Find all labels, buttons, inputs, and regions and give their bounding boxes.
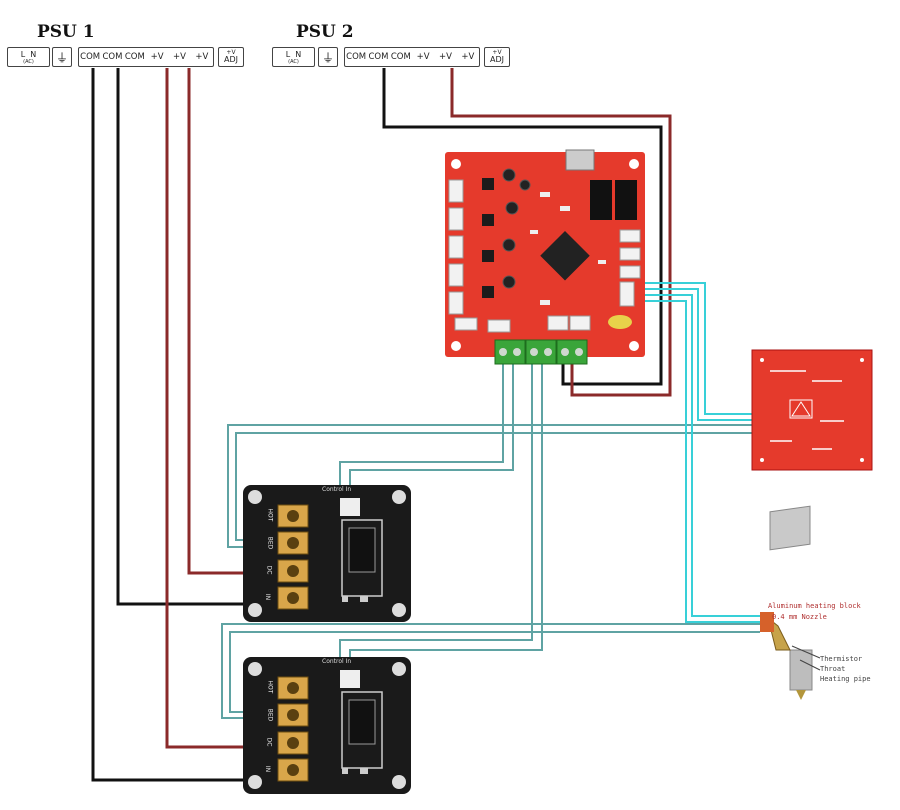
control-wire-mosfet2-a — [339, 360, 533, 665]
psu1-adj: +V ADJ — [218, 47, 244, 67]
hotend-throat-label: Throat — [820, 665, 846, 673]
psu1-adj-v: +V — [226, 49, 236, 56]
mosfet1-control-label: Control In — [322, 486, 352, 493]
psu1-v-wire-mosfet1 — [187, 68, 262, 575]
control-wire-mosfet1-a — [339, 360, 504, 493]
psu2-ac-terminal: L N (AC) — [272, 47, 315, 67]
psu1-com-1: COM — [80, 52, 101, 62]
psu1-com-wire-mosfet2 — [91, 68, 262, 782]
mosfet1-dc-label: DC — [265, 565, 273, 575]
control-wire-mosfet1-b — [349, 360, 514, 493]
psu2-l-label: L — [285, 49, 291, 59]
psu1-v-wire-mosfet2 — [165, 68, 262, 749]
power-terminals — [494, 339, 588, 365]
psu1-l-label: L — [20, 49, 26, 59]
hotend — [760, 505, 821, 700]
psu2-v-2: +V — [439, 52, 452, 62]
hotend-thermistor-wire-a — [632, 294, 760, 617]
heated-bed — [751, 349, 873, 471]
psu2-adj: +V ADJ — [484, 47, 510, 67]
psu1-adj-label: ADJ — [224, 55, 238, 64]
psu1-com-wire-mosfet1 — [116, 68, 262, 606]
psu1-com-3: COM — [124, 52, 145, 62]
mosfet1-in-label: IN — [264, 593, 272, 601]
psu1-ac-label: (AC) — [23, 59, 34, 65]
psu1-ground-icon: ⏚ — [52, 47, 72, 67]
mosfet-module-2 — [243, 657, 411, 794]
psu1-v-3: +V — [195, 52, 209, 62]
psu2-ac-label: (AC) — [288, 59, 299, 65]
psu1-n-label: N — [30, 49, 37, 59]
psu2-v-wire — [450, 68, 672, 397]
psu2-v-1: +V — [416, 52, 430, 62]
hotend-thermistor-wire-b — [632, 300, 760, 623]
psu2-title: PSU 2 — [296, 22, 354, 42]
hotend-nozzle-label: 0.4 mm Nozzle — [772, 613, 827, 621]
hotend-block-label: Aluminum heating block — [768, 602, 861, 610]
mosfet1-bed-label: BED — [266, 536, 274, 550]
mosfet2-control-label: Control In — [322, 658, 352, 665]
psu1-dc-strip: COM COM COM +V +V +V — [78, 47, 214, 67]
bed-thermistor-wire-b — [632, 288, 752, 421]
mosfet2-in-label: IN — [264, 765, 272, 773]
psu2-ground-icon: ⏚ — [318, 47, 338, 67]
psu1-ac-terminal: L N (AC) — [7, 47, 50, 67]
hotend-thermistor-label: Thermistor — [820, 655, 863, 663]
mosfet-module-1 — [243, 485, 411, 622]
psu2-com-1: COM — [346, 52, 367, 62]
psu1-title: PSU 1 — [37, 22, 95, 42]
psu2-adj-label: ADJ — [490, 55, 504, 64]
psu2-com-3: COM — [390, 52, 411, 62]
psu2-adj-v: +V — [492, 49, 502, 56]
psu2-com-wire — [382, 68, 663, 386]
hotend-wire-a — [221, 623, 760, 719]
psu1-v-2: +V — [173, 52, 186, 62]
psu2-n-label: N — [295, 49, 302, 59]
mosfet2-hot-label: HOT — [266, 680, 274, 694]
mosfet2-dc-label: DC — [265, 737, 273, 747]
bed-thermistor-wire-a — [632, 282, 752, 415]
psu2-v-3: +V — [461, 52, 475, 62]
psu2-dc-strip: COM COM COM +V +V +V — [344, 47, 480, 67]
controller-board — [445, 149, 645, 365]
psu1-v-1: +V — [150, 52, 164, 62]
mosfet1-hot-label: HOT — [266, 508, 274, 522]
psu2-com-2: COM — [368, 52, 389, 62]
psu1-com-2: COM — [102, 52, 123, 62]
hotend-pipe-label: Heating pipe — [820, 675, 871, 683]
mosfet2-bed-label: BED — [266, 708, 274, 722]
